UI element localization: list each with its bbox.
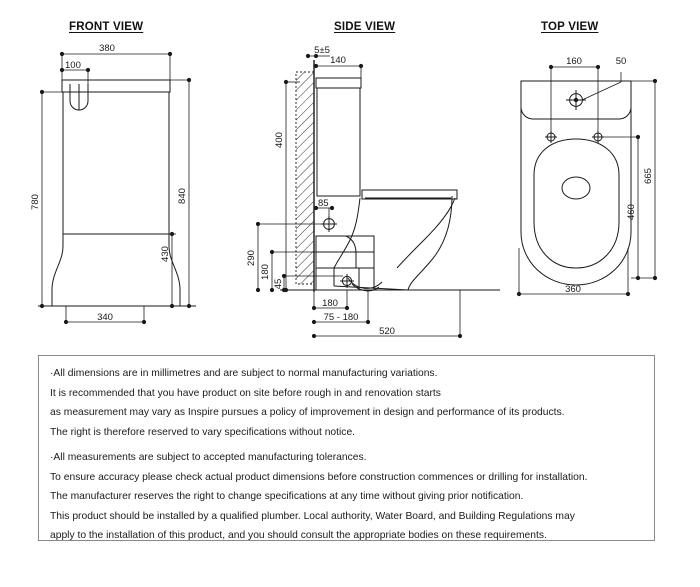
side-view-drawing [280, 60, 500, 292]
top-view-dimensions [516, 64, 658, 297]
dim-side-total-depth: 520 [379, 326, 395, 337]
note-line: ·All dimensions are in millimetres and a… [50, 368, 438, 379]
dim-front-pan-width: 340 [97, 312, 113, 323]
side-wall [295, 60, 315, 292]
side-pan-body [333, 189, 458, 292]
notes-box: ·All dimensions are in millimetres and a… [38, 355, 655, 541]
dim-side-waste-offset: 45 [273, 279, 284, 290]
note-line: This product should be installed by a qu… [50, 510, 575, 522]
dim-side-set-out: 180 [322, 298, 338, 309]
front-view-title: FRONT VIEW [69, 21, 144, 33]
dim-side-inlet-from-wall: 85 [318, 198, 329, 209]
front-cistern-lid [61, 79, 171, 93]
note-line: apply to the installation of this produc… [50, 530, 547, 541]
side-cistern [315, 77, 362, 197]
dim-front-inlet-offset: 100 [65, 60, 81, 71]
dim-top-bolt-centres: 160 [566, 56, 582, 67]
dim-side-cistern-depth: 140 [330, 55, 346, 66]
top-bowl-inner [561, 176, 591, 200]
dim-side-set-out-range: 75 - 180 [324, 312, 359, 323]
dim-side-outlet-height: 290 [246, 250, 257, 266]
note-line: It is recommended that you have product … [50, 387, 441, 399]
side-view-title: SIDE VIEW [334, 21, 396, 33]
dim-top-button-offset: 50 [616, 56, 627, 67]
note-line: To ensure accuracy please check actual p… [50, 471, 588, 483]
side-waste-connection [315, 235, 375, 291]
note-line: The manufacturer reserves the right to c… [50, 491, 524, 502]
dim-side-wall-gap: 5±5 [314, 45, 330, 56]
top-view-drawing [520, 80, 632, 286]
front-view-drawing [38, 79, 196, 307]
front-cistern-body [62, 91, 170, 235]
note-line: The right is therefore reserved to vary … [50, 426, 356, 438]
front-pan-body [51, 233, 181, 307]
top-pan-outline [520, 81, 632, 286]
notes-group-dimensions: ·All dimensions are in millimetres and a… [50, 364, 650, 442]
dim-front-pan-height: 430 [160, 246, 171, 262]
note-line: ·All measurements are subject to accepte… [50, 452, 367, 463]
front-view-dimensions [39, 51, 192, 325]
front-inlet-fitting [69, 84, 89, 111]
dim-top-pan-length: 460 [626, 204, 637, 220]
top-flush-button-crosshair [566, 90, 586, 110]
side-view-dimensions [255, 53, 463, 339]
technical-drawing-canvas: 380 100 780 840 430 340 5±5 140 400 85 2… [30, 43, 658, 339]
dim-front-cistern-width: 380 [99, 43, 115, 54]
top-bowl-rim [533, 138, 620, 269]
dim-top-pan-width: 360 [565, 284, 581, 295]
side-waste-crosshair [340, 274, 354, 288]
dim-side-waste-height: 180 [260, 264, 271, 280]
top-view-title: TOP VIEW [541, 21, 599, 33]
note-line: as measurement may vary as Inspire pursu… [50, 407, 565, 418]
dim-front-total-height: 780 [30, 194, 41, 210]
dim-side-cistern-height: 400 [274, 132, 285, 148]
dim-top-overall-length: 665 [643, 168, 654, 184]
dim-front-overall-height: 840 [177, 188, 188, 204]
notes-group-measurements: ·All measurements are subject to accepte… [50, 448, 650, 546]
